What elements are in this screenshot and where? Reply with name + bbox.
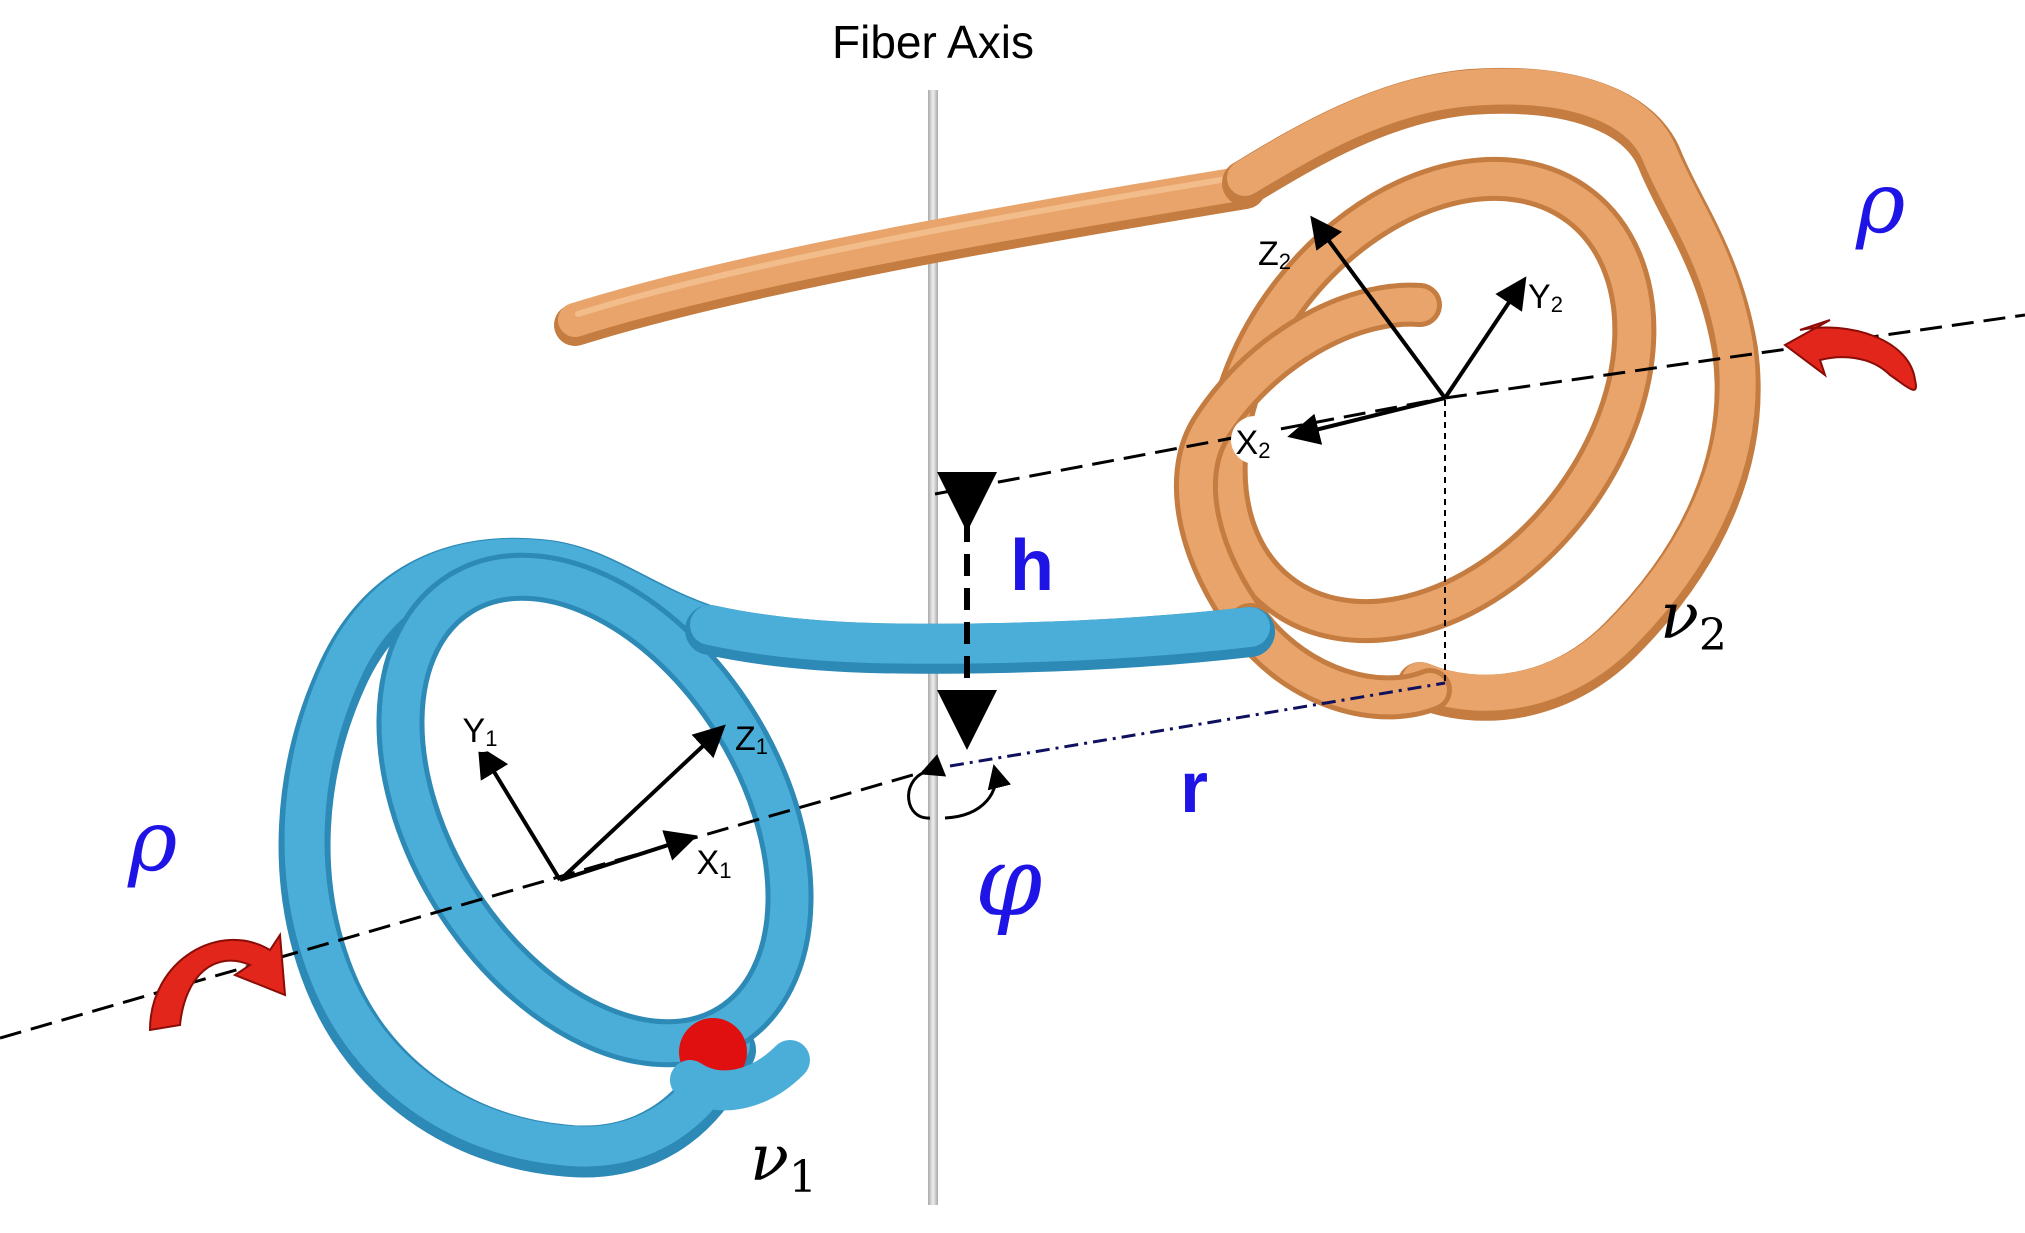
- x2-label-bg: [1231, 416, 1279, 464]
- z2-label: Z2: [1258, 235, 1291, 274]
- axes-nucleosome-2: [1287, 215, 1527, 445]
- rotation-left-icon: [148, 932, 287, 1032]
- phi-rotation-icon: [907, 754, 1011, 820]
- rho-right-label: ρ: [1855, 154, 1905, 252]
- nucleosome-1-linker: [685, 605, 1275, 674]
- phi-label: φ: [975, 826, 1042, 938]
- nu1-label: ν1: [750, 1122, 817, 1203]
- y1-label-bg: [458, 704, 506, 752]
- rotation-right-icon: [1783, 319, 1917, 391]
- axes-nucleosome-1: [477, 724, 726, 882]
- r-label: r: [1180, 748, 1208, 828]
- x2-label: X2: [1236, 424, 1271, 463]
- nucleosome-2-linker: [554, 166, 1266, 346]
- x1-label: X1: [697, 844, 732, 883]
- nucleosome-2: [1173, 67, 1761, 721]
- rho-left-label: ρ: [127, 792, 177, 890]
- h-label: h: [1010, 526, 1054, 606]
- nucleosome-1: [278, 537, 814, 1178]
- nu2-label: ν2: [1660, 580, 1727, 661]
- fiber-axis-label: Fiber Axis: [832, 16, 1034, 68]
- x1-label-bg: [692, 836, 740, 884]
- reference-lines: [0, 313, 2025, 1040]
- z1-label: Z1: [735, 720, 768, 759]
- y1-label: Y1: [463, 712, 498, 751]
- y2-label: Y2: [1528, 278, 1563, 317]
